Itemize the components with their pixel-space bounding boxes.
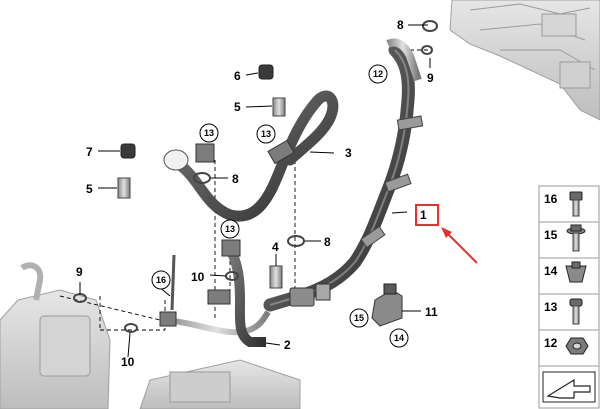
- callout-13-circle-a: 13: [204, 128, 214, 138]
- red-arrow-shaft: [445, 231, 478, 264]
- legend-label-14: 14: [544, 264, 558, 278]
- cap-6: [258, 64, 274, 80]
- legend-label-15: 15: [544, 228, 558, 242]
- callout-13-circle-c: 13: [225, 224, 235, 234]
- pressure-sensor-4: [269, 265, 283, 289]
- flange-bolt-icon-15: [566, 224, 586, 252]
- callout-8-top: 8: [397, 18, 404, 32]
- callout-9-left: 9: [76, 265, 83, 279]
- hex-nut-icon-12: [565, 337, 589, 355]
- callout-16-circle: 16: [156, 275, 166, 285]
- clip-nut-icon-14: [565, 261, 587, 283]
- callout-15-circle: 15: [354, 313, 364, 323]
- compressor-ghost: [0, 262, 301, 409]
- callout-14-circle: 14: [394, 333, 404, 343]
- callout-8-middle: 8: [232, 172, 239, 186]
- callout-12-circle: 12: [373, 69, 383, 79]
- screw-icon-13: [569, 298, 583, 325]
- callout-3: 3: [345, 146, 352, 160]
- callout-4: 4: [272, 240, 279, 254]
- red-arrow-head: [441, 227, 452, 238]
- callout-2: 2: [284, 338, 291, 352]
- hose-3[interactable]: [163, 90, 339, 222]
- callout-6: 6: [234, 69, 241, 83]
- bracket-11: [371, 283, 403, 327]
- callout-8-lower: 8: [324, 235, 331, 249]
- callout-5-upper: 5: [234, 100, 241, 114]
- highlight-box: [415, 204, 439, 226]
- callout-labels: 8 9 6 5 7 5 8 3 1 4 8 9 10 2 10 11: [76, 18, 438, 369]
- fastener-legend: 16 15 14 13 12: [538, 185, 600, 409]
- callout-1: 1: [420, 208, 427, 222]
- callout-13-circle-b: 13: [261, 129, 271, 139]
- callout-5-lower: 5: [86, 182, 93, 196]
- evaporator-housing-ghost: [449, 0, 600, 121]
- callout-10-bottom: 10: [121, 355, 135, 369]
- cap-7: [120, 143, 136, 159]
- callout-9-top: 9: [427, 71, 434, 85]
- valve-5b: [117, 177, 131, 199]
- leader-lines: [79, 24, 431, 358]
- hose-2[interactable]: [159, 239, 271, 347]
- legend-label-16: 16: [544, 192, 558, 206]
- legend-label-12: 12: [544, 336, 558, 350]
- bolt-icon-16: [569, 191, 583, 217]
- hose-1[interactable]: [263, 38, 424, 312]
- highlight-marker: [415, 204, 478, 264]
- circled-callouts: 12 13 13 13 16 15 14: [151, 64, 409, 348]
- callout-11: 11: [425, 305, 438, 319]
- callout-10-center: 10: [191, 270, 205, 284]
- view-direction-arrow-icon: [542, 371, 596, 403]
- valve-5a: [272, 97, 286, 117]
- legend-label-13: 13: [544, 300, 558, 314]
- callout-7: 7: [86, 145, 93, 159]
